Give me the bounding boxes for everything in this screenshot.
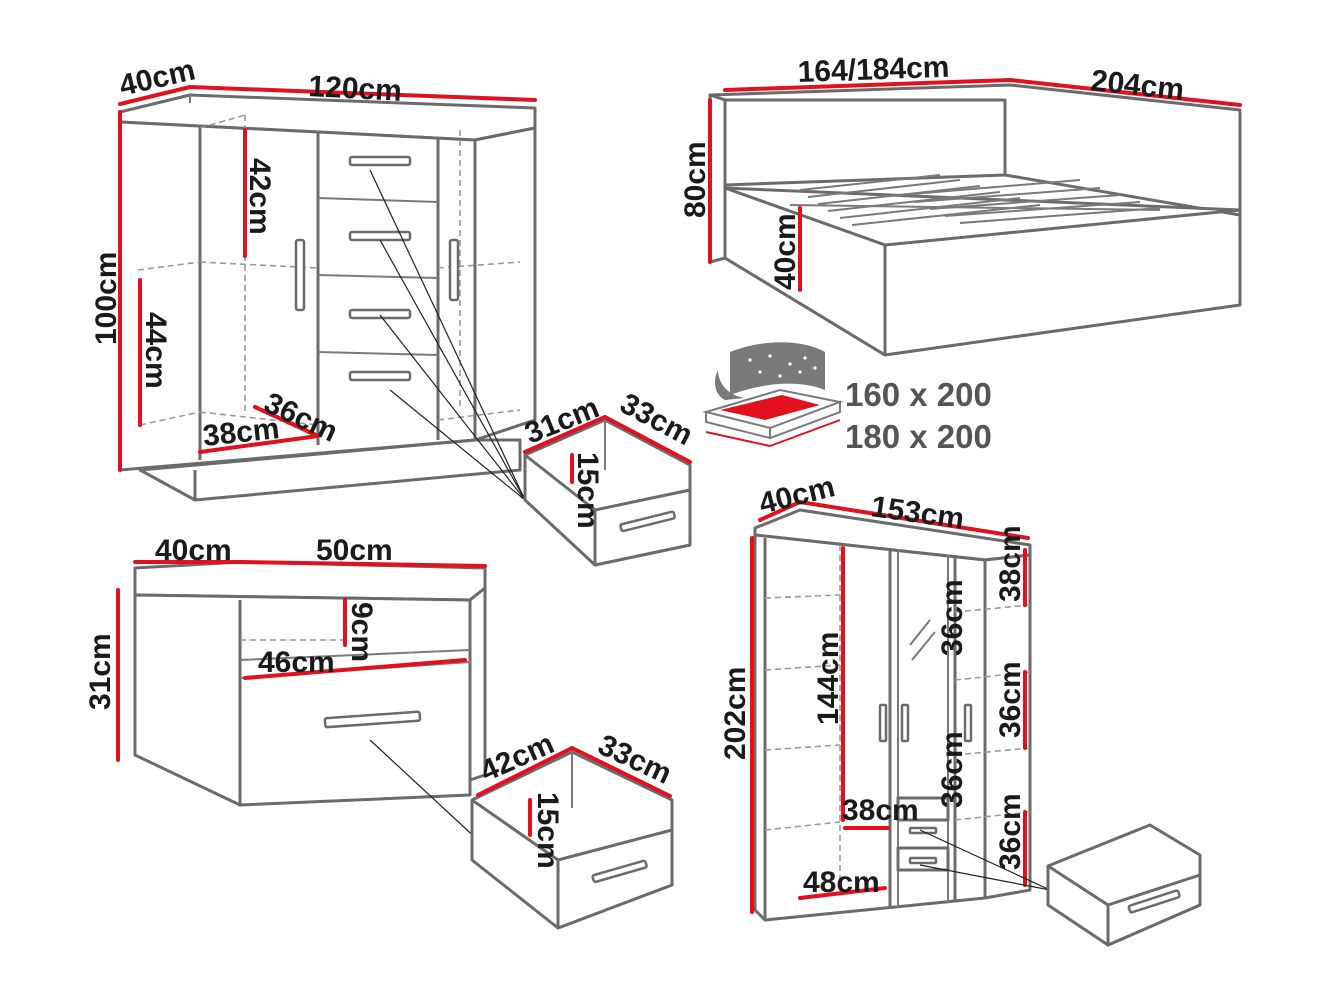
nightstand-open-height-label: 9cm (345, 602, 378, 662)
sideboard-lower-shelf-label: 44cm (139, 312, 172, 389)
wardrobe-right-shelf-label-2: 36cm (994, 661, 1027, 738)
bed-width-label: 164/184cm (797, 51, 950, 89)
door-handle (294, 238, 306, 312)
mattress-size-2: 180 x 200 (845, 418, 992, 455)
sideboard-height-label: 100cm (90, 252, 123, 345)
wardrobe-hang-height-label: 144cm (812, 632, 845, 725)
sideboard-drawer-detail (523, 415, 692, 567)
nightstand-drawer-height-label: 15cm (531, 792, 564, 869)
wardrobe-drawer-detail (1046, 823, 1202, 947)
sideboard-width-label: 120cm (308, 70, 403, 108)
wardrobe (750, 500, 1202, 947)
nightstand-open-width-label: 46cm (258, 646, 335, 679)
nightstand-height-label: 31cm (84, 633, 117, 710)
wardrobe-right-shelf-label-1: 38cm (994, 525, 1027, 602)
drawer-handle (348, 155, 412, 167)
bed-slats (789, 174, 1161, 226)
bed-headboard-height-label: 80cm (679, 141, 712, 218)
nightstand-drawer-detail (470, 746, 674, 930)
bed (702, 78, 1242, 447)
bed-frame-height-label: 40cm (769, 213, 802, 290)
nightstand (116, 560, 674, 930)
mattress-icon (702, 342, 844, 447)
sideboard (118, 85, 692, 567)
wardrobe-inner-width-bottom-label: 48cm (803, 866, 880, 899)
wardrobe-mid-shelf-label-1: 36cm (936, 579, 969, 656)
wardrobe-right-shelf-label-3: 36cm (994, 793, 1027, 870)
sideboard-inner-width-label: 38cm (201, 412, 281, 453)
wardrobe-inner-width-mid-label: 38cm (842, 794, 919, 827)
wardrobe-height-label: 202cm (719, 667, 752, 760)
door-handle (448, 238, 460, 302)
nightstand-depth-label: 40cm (155, 534, 232, 567)
mattress-size-1: 160 x 200 (845, 376, 992, 413)
nightstand-width-label: 50cm (316, 534, 393, 567)
sideboard-drawer-height-label: 15cm (571, 452, 604, 529)
wardrobe-mid-shelf-label-2: 36cm (936, 731, 969, 808)
drawer-handle (348, 308, 412, 320)
sideboard-upper-shelf-label: 42cm (243, 158, 276, 235)
wardrobe-drawer (896, 796, 950, 822)
drawer-handle (348, 370, 412, 382)
